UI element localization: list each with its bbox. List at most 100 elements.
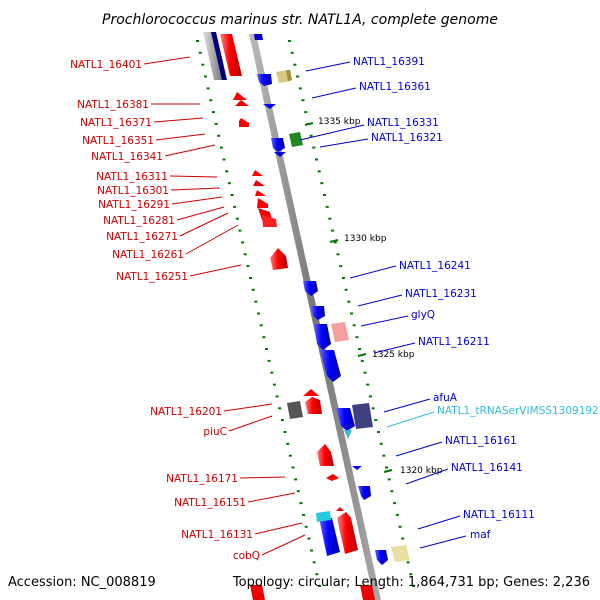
gene-arrow [326,474,339,481]
gene-label: afuA [433,392,458,404]
position-ticks [196,40,415,587]
position-tick [254,300,258,303]
rna-label: NATL1_tRNASerVIMSS1309192 [437,405,599,417]
position-tick [196,40,199,42]
position-tick [390,490,394,493]
position-tick [310,549,313,552]
position-tick [387,478,391,481]
right-labels [299,61,467,549]
gene-block [360,585,375,600]
position-tick [209,99,213,102]
position-tick [309,134,313,137]
gene-arrow [274,152,286,157]
position-tick [214,122,218,125]
position-tick [288,40,291,42]
gene-label: NATL1_16141 [451,462,523,474]
gene-block [286,70,292,81]
position-tick [198,51,202,54]
accession-text: Accession: NC_008819 [8,575,156,590]
right-label-texts: NATL1_16391 NATL1_16361 NATL1_16331 NATL… [353,56,535,541]
gene-arrow [317,444,334,466]
gene-label: piuC [203,426,227,438]
position-tick [251,288,255,291]
position-tick [333,241,337,244]
position-tick [331,229,335,232]
gene-label: NATL1_16131 [181,529,253,541]
position-tick [315,158,318,161]
position-tick [366,383,370,386]
gene-label: NATL1_16261 [112,249,184,261]
position-tick [222,158,226,161]
gene-label: NATL1_16361 [359,81,431,93]
position-tick [302,513,306,516]
position-tick [204,75,207,78]
gene-label: NATL1_16341 [91,151,163,163]
position-tick [393,502,397,505]
position-tick [298,87,302,90]
gene-label: NATL1_16371 [80,117,152,129]
gene-arrow [253,180,265,186]
gene-label: NATL1_16281 [103,215,175,227]
position-tick [233,205,237,208]
position-tick [412,585,415,587]
position-tick [217,134,221,137]
gene-label: NATL1_16311 [96,171,168,183]
position-tick [235,217,239,220]
position-tick [296,490,300,493]
gene-label: NATL1_16271 [106,231,178,243]
gene-arrow [319,518,340,556]
gene-arrow [235,100,249,106]
position-tick [270,371,274,374]
position-tick [318,585,321,587]
position-tick [336,253,340,256]
position-tick [368,395,372,398]
position-tick [339,265,343,268]
gene-block [344,430,352,439]
gene-arrow [336,408,355,431]
gene-arrow [314,324,331,350]
position-tick [288,454,292,457]
position-tick [307,537,311,540]
gene-arrow [336,507,344,511]
gene-label: NATL1_16351 [82,135,154,147]
gene-arrow [337,512,358,554]
scale-label: 1335 kbp [318,117,361,127]
gene-label: NATL1_16381 [77,99,149,111]
position-tick [385,466,388,469]
position-tick [304,525,308,528]
gene-block [352,403,373,429]
gene-label: NATL1_16291 [98,199,170,211]
position-tick [259,324,263,327]
gene-arrow [358,486,371,500]
gene-arrow [263,104,276,109]
gene-arrow [320,350,341,382]
position-tick [320,182,324,185]
gene-label: NATL1_16301 [97,185,169,197]
position-tick [275,395,279,398]
position-tick [230,194,234,196]
position-tick [283,431,287,433]
left-labels [143,56,306,556]
gene-block [331,322,349,342]
scale-label: 1325 kbp [372,350,415,360]
position-tick [243,253,247,256]
gene-arrow [303,281,318,296]
gene-arrow [257,74,272,86]
position-tick [299,502,303,505]
position-tick [267,359,271,362]
position-tick [219,146,223,149]
position-tick [360,359,364,362]
position-tick [301,99,305,102]
position-tick [238,229,242,232]
gene-label: maf [470,529,491,541]
position-tick [294,478,298,481]
position-tick [241,241,245,244]
position-tick [379,442,383,445]
forward-genes [220,34,358,554]
gene-arrow [375,550,388,565]
rna-label-line [386,411,435,428]
position-tick [262,336,266,339]
position-tick [201,63,205,66]
position-tick [257,312,260,315]
